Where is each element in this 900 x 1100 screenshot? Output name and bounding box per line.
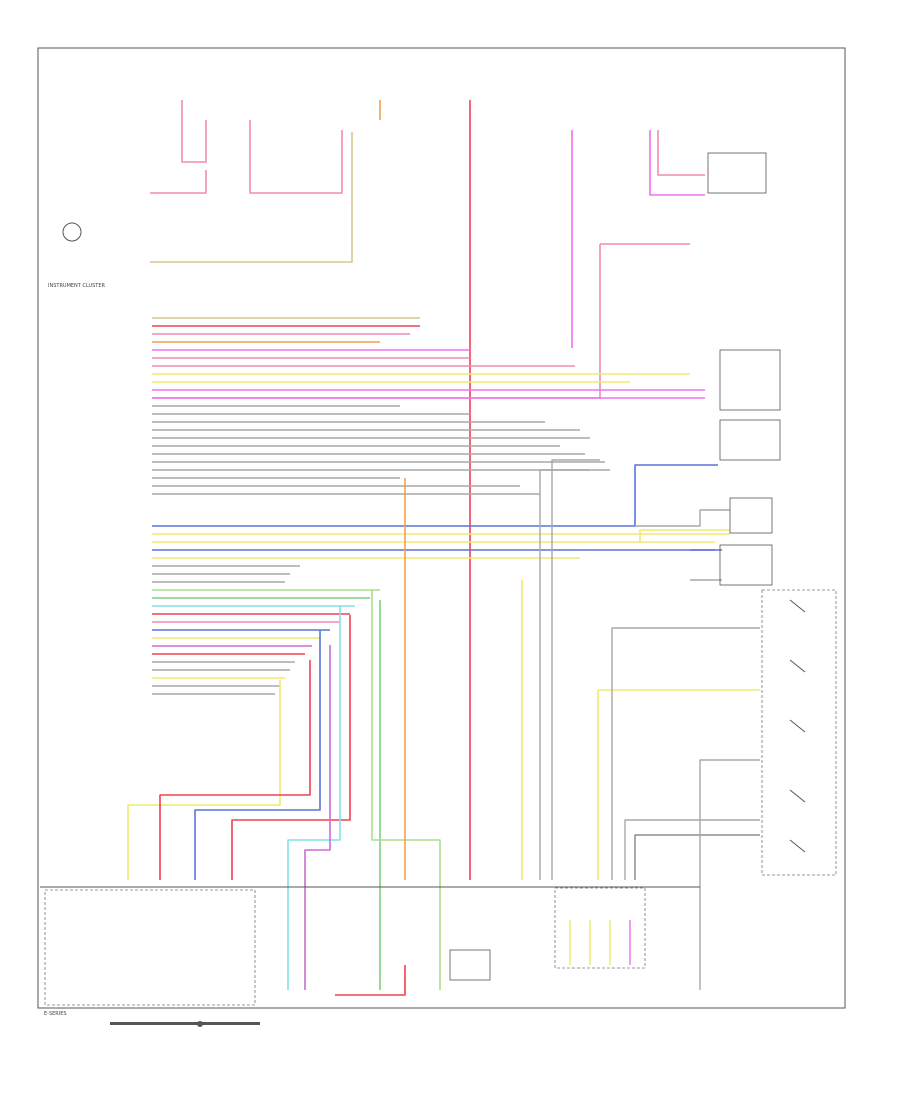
switch-contact-1 (789, 599, 806, 613)
wire-lightgreen-drop (371, 590, 441, 990)
sensor-box-right-2 (719, 419, 781, 461)
wire-purple-drop (304, 645, 331, 990)
wire-gray-range-3 (699, 759, 760, 990)
left-module-block (44, 889, 256, 1006)
wire-gray-drop-2 (551, 459, 600, 880)
switch-box-right (719, 544, 773, 586)
diagram-frame (37, 47, 846, 1009)
wire-layer (127, 100, 760, 996)
ground-bar (110, 1022, 260, 1025)
wire-tan-cluster (150, 132, 353, 263)
solenoid-box-bottom (449, 949, 491, 981)
switch-contact-5 (789, 839, 806, 853)
switch-contact-3 (789, 719, 806, 733)
wire-pink-upper (249, 120, 343, 194)
sensor-box-right-1 (719, 349, 781, 411)
wire-pink-long (152, 244, 601, 399)
wire-yellow-right-2 (639, 529, 730, 542)
wire-blue-right (634, 464, 718, 526)
wire-black-range (634, 834, 760, 880)
wire-red-drop-2 (231, 615, 351, 880)
wire-red-bottom (335, 965, 406, 996)
wire-blue-drop (194, 630, 321, 880)
transmission-connector-block (554, 887, 646, 969)
wire-red-drop (159, 660, 311, 880)
wire-yellow-drop (127, 680, 281, 880)
sensor-box-right-3 (729, 497, 773, 534)
motor-symbol (62, 222, 82, 242)
wire-gray-range-2 (624, 819, 760, 880)
range-switch-assembly (761, 589, 837, 876)
wire-gray-range-1 (611, 627, 760, 880)
wire-pink-cluster (150, 170, 207, 194)
relay-box-top-right (707, 152, 767, 194)
footer-label: E-SERIES (44, 1011, 67, 1017)
switch-contact-2 (789, 659, 806, 673)
wire-pink-top-left (181, 100, 207, 163)
main-connector-label: INSTRUMENT CLUSTER (48, 283, 106, 289)
wire-gray-drop (539, 469, 590, 880)
wire-pink-relay (657, 130, 705, 176)
wire-cyan-drop (287, 605, 341, 990)
wire-yellow-right (597, 689, 760, 880)
wire-magenta-relay (649, 130, 705, 196)
ground-point (197, 1021, 203, 1027)
switch-contact-4 (789, 789, 806, 803)
range-switch-contacts (789, 599, 806, 853)
wire-gray-right (635, 509, 730, 527)
